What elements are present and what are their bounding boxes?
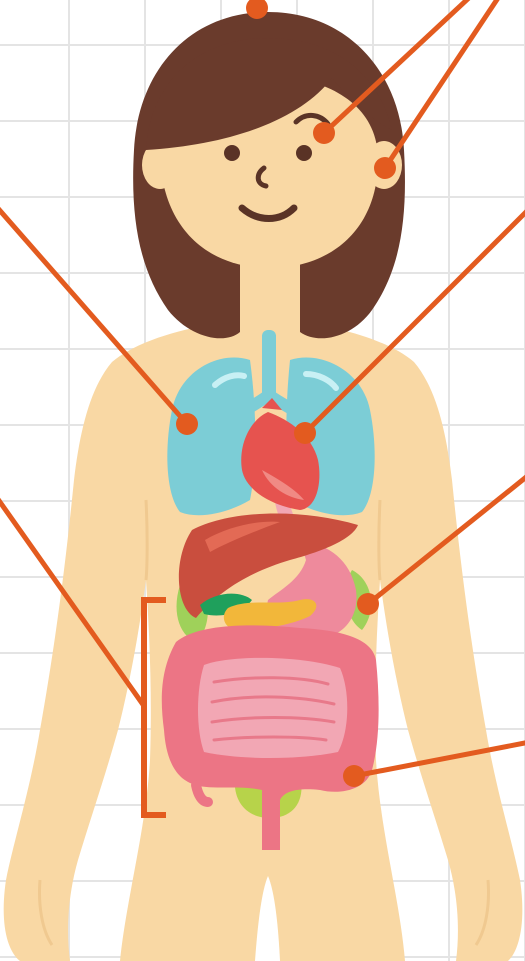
leader-dot-heart	[294, 422, 316, 444]
right-arm-gap	[379, 500, 380, 580]
leader-dot-stomach	[357, 593, 379, 615]
right-eye	[296, 145, 312, 161]
left-eye	[224, 145, 240, 161]
left-arm-gap	[146, 500, 147, 580]
leader-dot-colon	[343, 765, 365, 787]
leader-dot-ear	[374, 157, 396, 179]
leader-dot-lungs	[176, 413, 198, 435]
small-intestine	[198, 658, 347, 758]
leader-dot-eye	[313, 122, 335, 144]
